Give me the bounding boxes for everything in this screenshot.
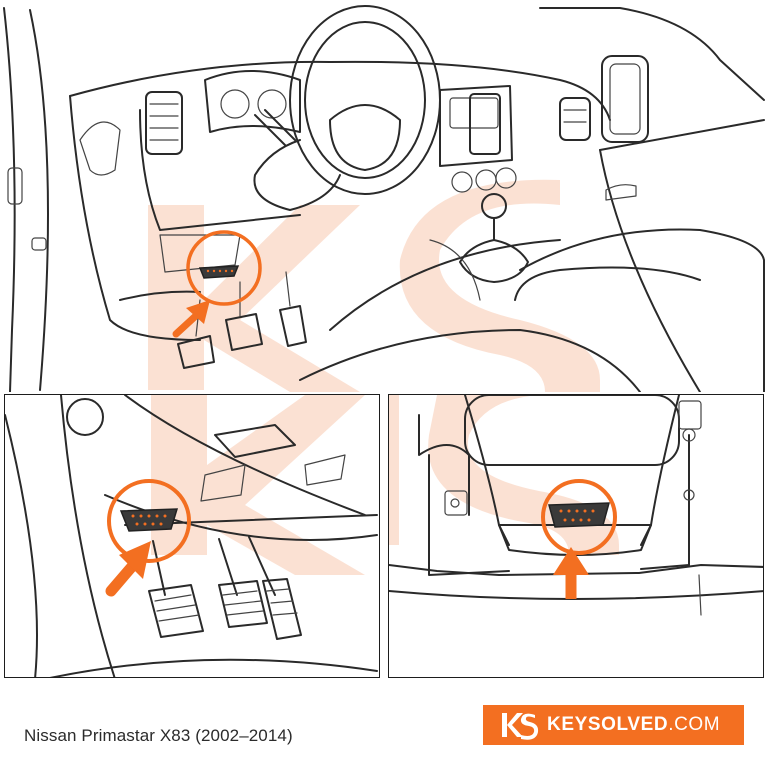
brand-name-main: KEYSOLVED bbox=[547, 714, 669, 735]
watermark-logo bbox=[389, 395, 619, 555]
keysolved-brand-banner[interactable]: KEYSOLVED.COM bbox=[483, 705, 744, 745]
highlight-circle-icon bbox=[107, 479, 191, 563]
console-illustration bbox=[389, 395, 763, 616]
panel-cabin-overview bbox=[3, 5, 765, 392]
brand-name-tld: .COM bbox=[668, 714, 721, 735]
brand-name: KEYSOLVED.COM bbox=[547, 714, 720, 736]
cabin-illustration bbox=[3, 5, 765, 392]
pedal-illustration bbox=[5, 395, 378, 677]
highlight-circle-icon bbox=[541, 479, 617, 555]
highlight-circle-icon bbox=[186, 230, 262, 306]
arrow-icon bbox=[553, 547, 589, 599]
obd-port-icon bbox=[548, 502, 610, 528]
vehicle-caption: Nissan Primastar X83 (2002–2014) bbox=[24, 726, 293, 745]
arrow-icon bbox=[105, 541, 151, 597]
panel-pedal-closeup bbox=[4, 394, 380, 678]
obd-port-icon bbox=[198, 265, 240, 279]
keysolved-logo-icon bbox=[502, 713, 539, 740]
watermark-logo bbox=[151, 395, 365, 575]
watermark-logo bbox=[148, 179, 600, 392]
obd-port-icon bbox=[119, 508, 179, 532]
panel-console-closeup bbox=[388, 394, 764, 678]
arrow-icon bbox=[172, 300, 210, 338]
